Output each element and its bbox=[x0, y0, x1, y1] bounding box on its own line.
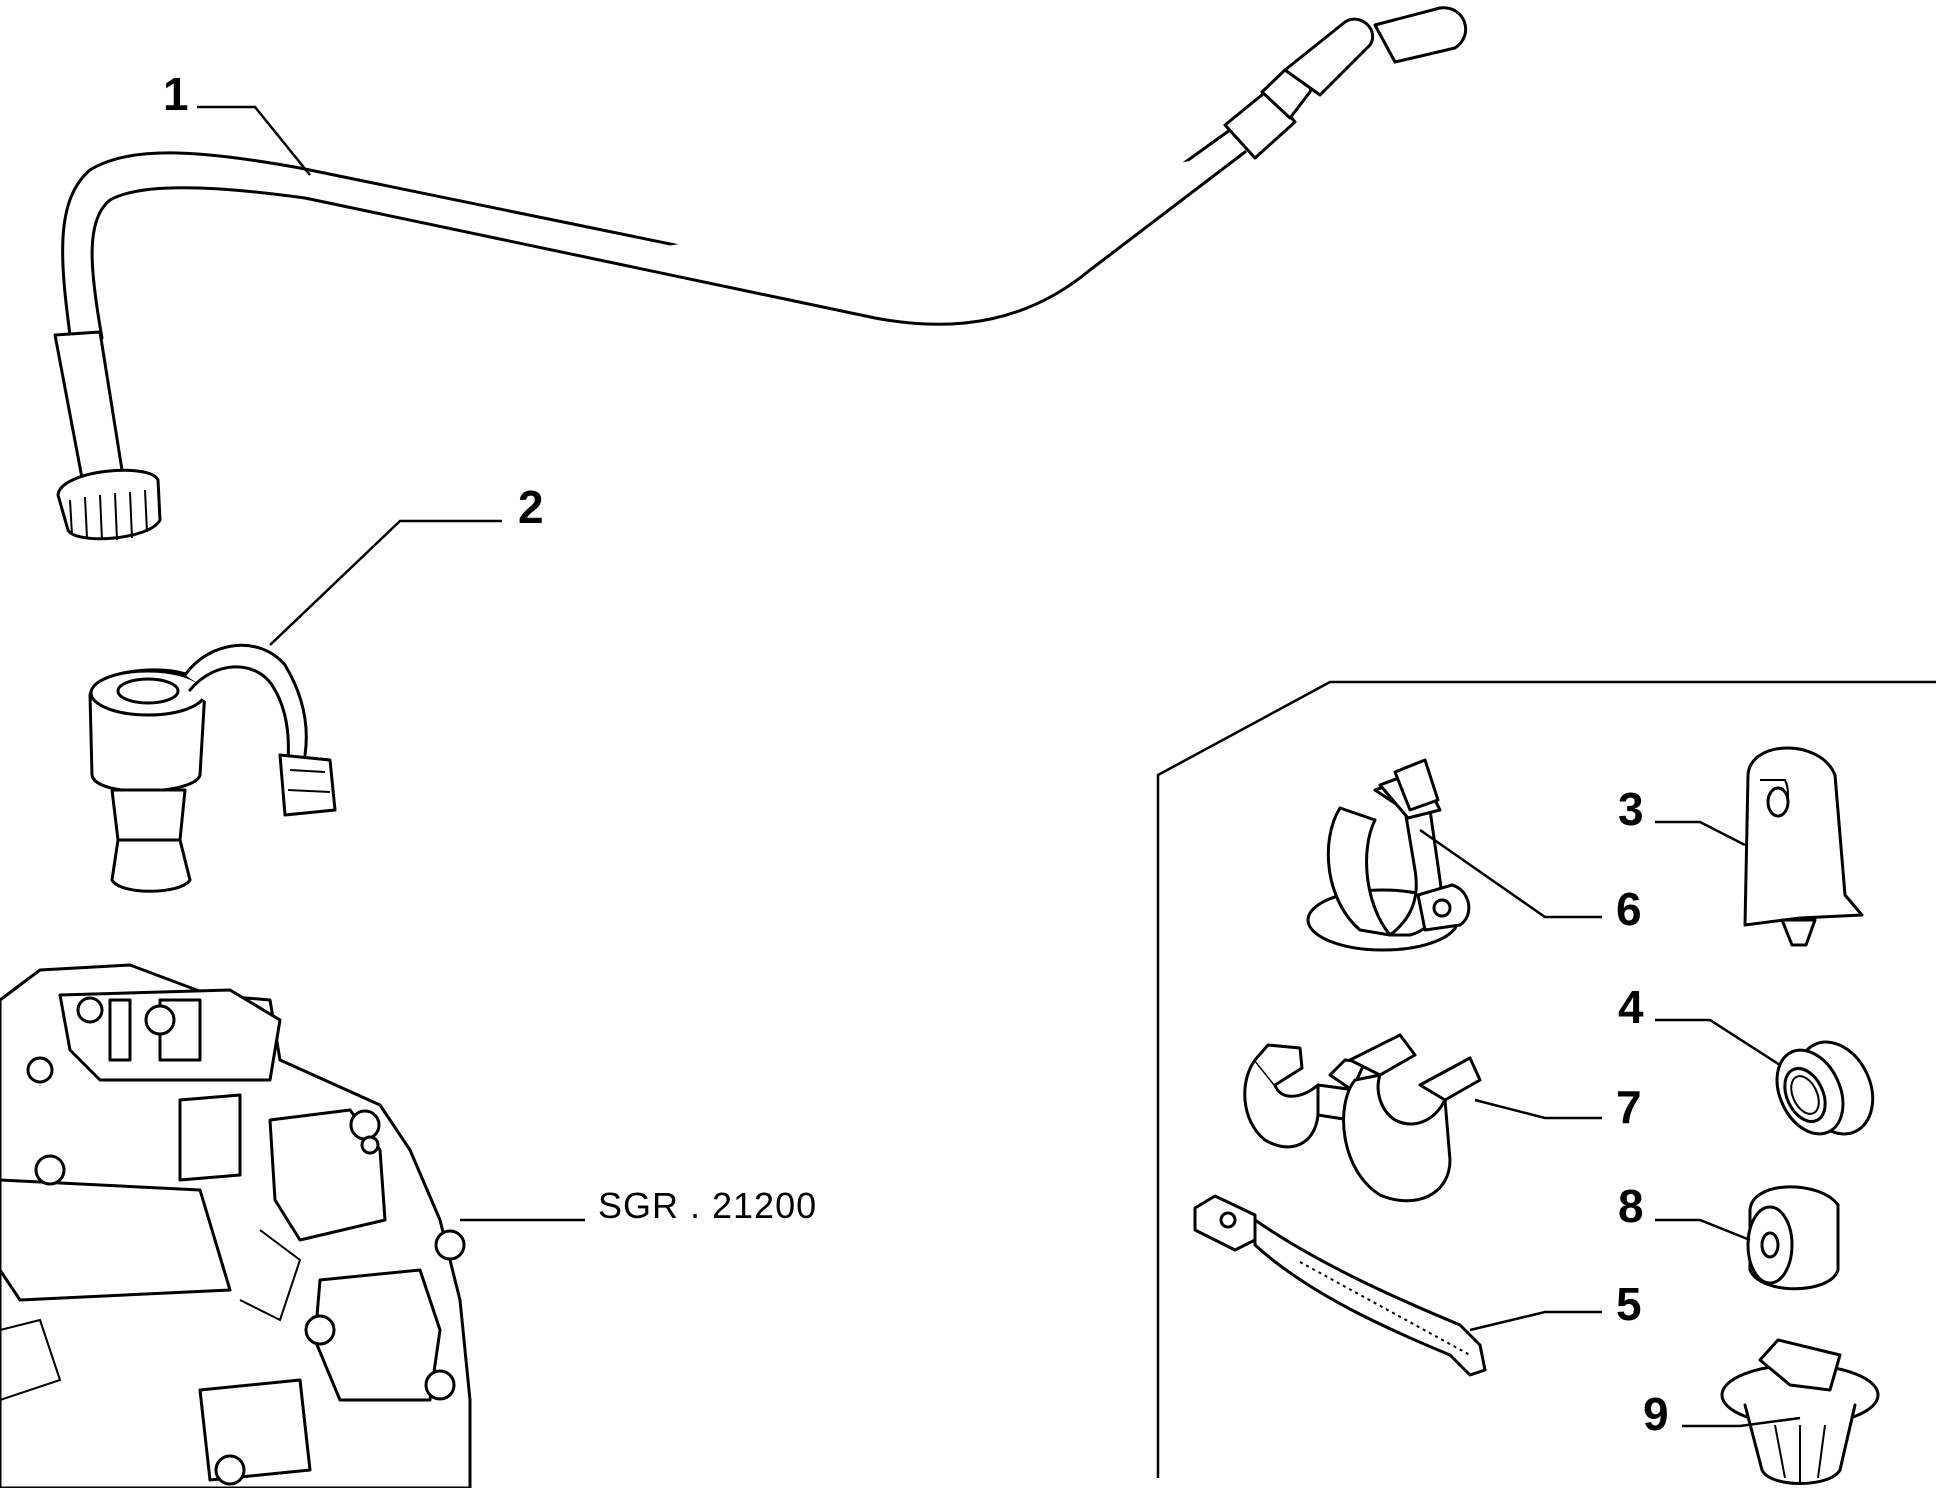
part-4-grommet bbox=[1775, 1040, 1875, 1136]
part-3-cap bbox=[1743, 746, 1864, 947]
callout-2: 2 bbox=[518, 481, 544, 533]
callout-6: 6 bbox=[1616, 883, 1642, 935]
part-2-speed-sensor bbox=[88, 643, 337, 893]
callout-9: 9 bbox=[1643, 1388, 1669, 1440]
callout-5: 5 bbox=[1616, 1278, 1642, 1330]
part-5-cable-tie bbox=[1193, 1194, 1487, 1377]
callout-3: 3 bbox=[1618, 783, 1644, 835]
part-6-cable-clip bbox=[1306, 758, 1471, 952]
kit-box-outline bbox=[1156, 680, 1936, 1478]
callout-4: 4 bbox=[1618, 981, 1644, 1033]
part-8-bushing bbox=[1746, 1185, 1840, 1291]
part-1-speedometer-cable bbox=[53, 6, 1468, 541]
part-9-push-rivet bbox=[1720, 1338, 1880, 1485]
part-7-double-clip bbox=[1243, 1033, 1482, 1203]
callout-1: 1 bbox=[163, 68, 189, 120]
callout-leaders bbox=[197, 105, 1801, 1428]
callout-8: 8 bbox=[1618, 1180, 1644, 1232]
gearbox-assembly bbox=[0, 963, 472, 1488]
reference-label: SGR . 21200 bbox=[598, 1185, 817, 1226]
callout-7: 7 bbox=[1616, 1081, 1642, 1133]
